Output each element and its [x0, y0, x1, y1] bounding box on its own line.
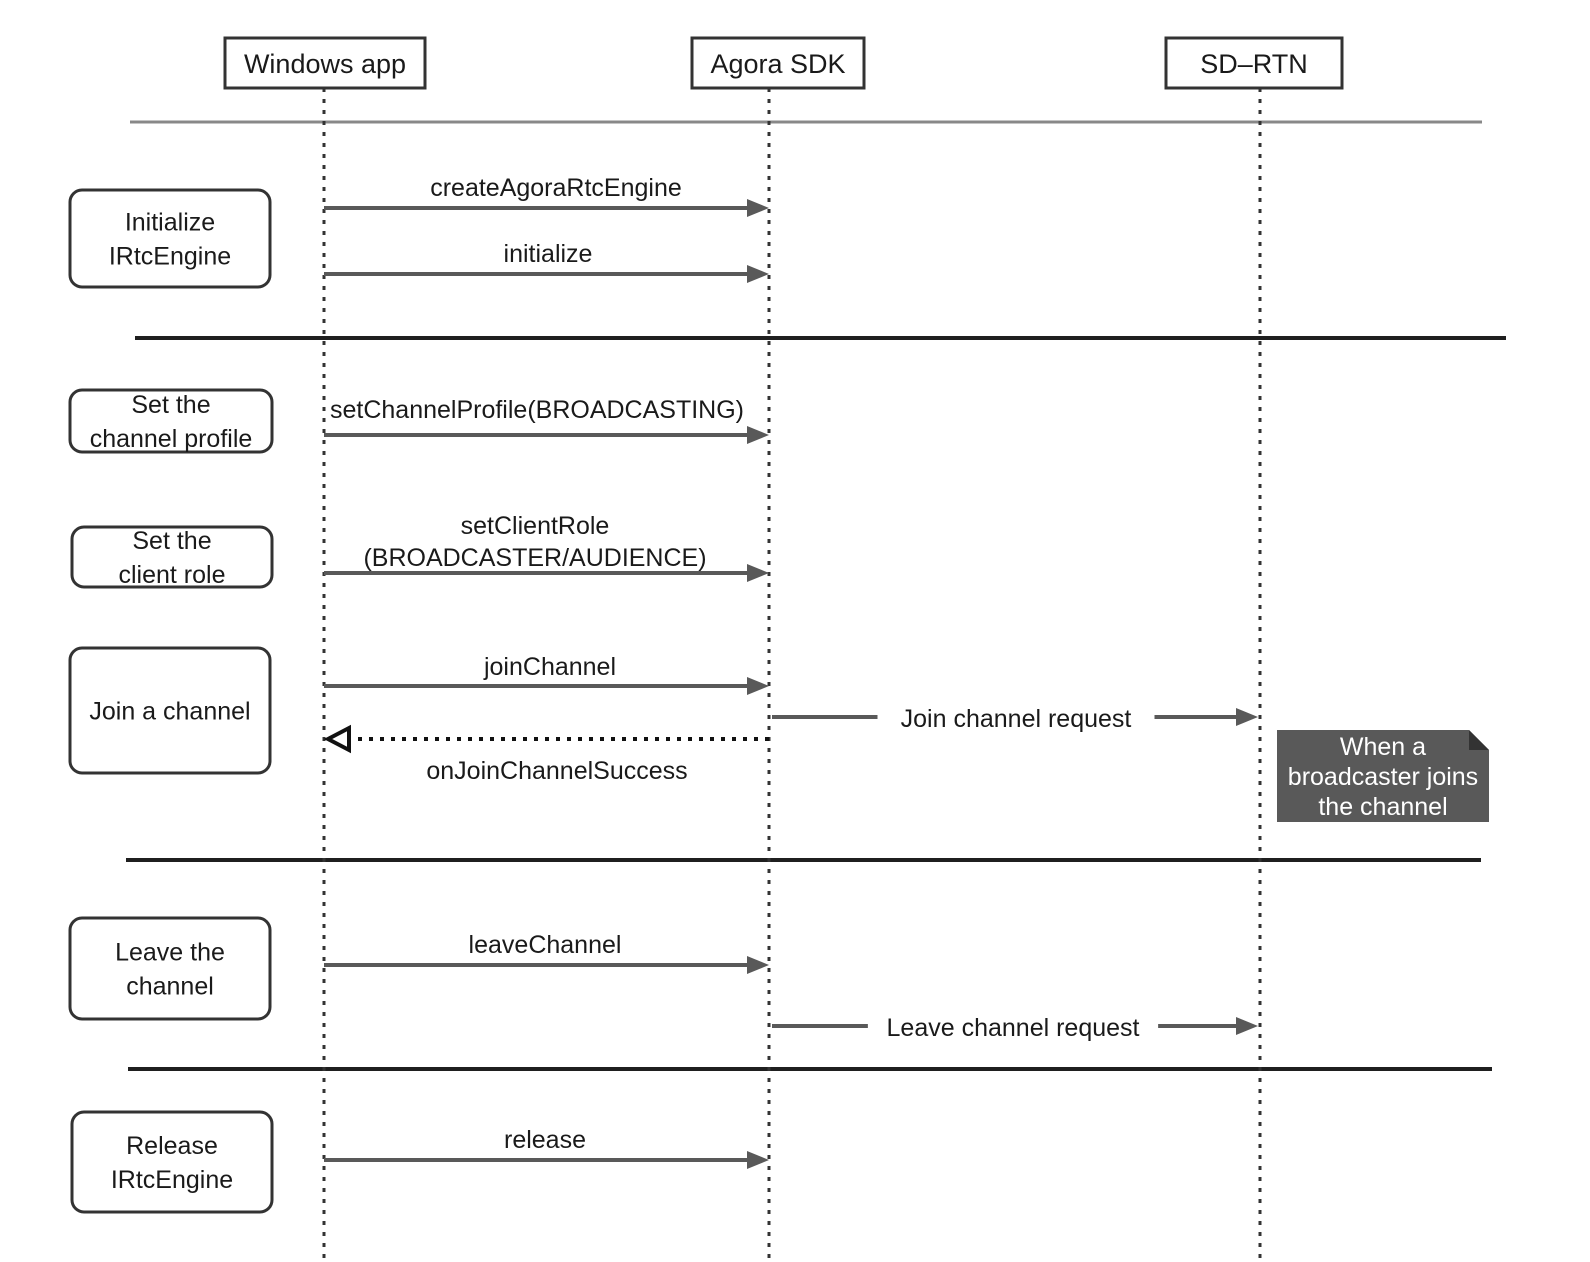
participant-box	[690, 36, 866, 90]
participant-label: Windows app	[244, 49, 406, 79]
message-label-line: (BROADCASTER/AUDIENCE)	[363, 544, 706, 572]
note-label-line: When a	[1340, 733, 1426, 761]
step-leave-channel[interactable]: Leave the channel	[68, 916, 272, 1021]
msg-release[interactable]: release	[324, 1126, 769, 1169]
step-box	[68, 188, 272, 289]
msg-initialize[interactable]: initialize	[324, 240, 769, 283]
message-label: release	[504, 1126, 586, 1154]
step-box	[68, 646, 272, 775]
arrowhead-solid-icon	[747, 564, 769, 582]
arrowhead-solid-icon	[747, 199, 769, 217]
message-label: joinChannel	[483, 653, 616, 681]
msg-join-channel-request[interactable]: Join channel request	[772, 705, 1258, 733]
message-label: Join channel request	[901, 705, 1132, 733]
note-label-line: the channel	[1318, 793, 1447, 821]
step-label-line: Initialize	[125, 209, 215, 237]
step-join-channel[interactable]: Join a channel	[68, 646, 272, 775]
step-label-line: client role	[119, 561, 226, 589]
note-label-line: broadcaster joins	[1288, 763, 1478, 791]
arrowhead-solid-icon	[1236, 708, 1258, 726]
participant-agora-sdk[interactable]: Agora SDK	[690, 36, 866, 90]
step-box	[68, 388, 274, 454]
participant-sd-rtn[interactable]: SD–RTN	[1164, 36, 1344, 90]
arrowhead-solid-icon	[747, 265, 769, 283]
step-box	[68, 916, 272, 1021]
message-label-line: setClientRole	[461, 512, 610, 540]
msg-set-client-role[interactable]: setClientRole (BROADCASTER/AUDIENCE)	[324, 512, 769, 582]
message-label: Leave channel request	[887, 1014, 1140, 1042]
message-label: onJoinChannelSuccess	[426, 757, 687, 785]
step-label-line: Set the	[132, 527, 211, 555]
step-set-channel-profile[interactable]: Set the channel profile	[68, 388, 274, 454]
step-box	[70, 525, 274, 589]
step-box	[70, 1110, 274, 1214]
participant-windows-app[interactable]: Windows app	[223, 36, 427, 90]
msg-leave-channel[interactable]: leaveChannel	[324, 931, 769, 974]
participant-box	[1164, 36, 1344, 90]
participant-box	[223, 36, 427, 90]
arrowhead-open-icon	[323, 724, 351, 754]
arrowhead-solid-icon	[1236, 1017, 1258, 1035]
arrowhead-solid-icon	[747, 1151, 769, 1169]
step-label-line: Leave the	[115, 939, 225, 967]
message-label: setChannelProfile(BROADCASTING)	[330, 396, 744, 424]
msg-join-channel[interactable]: joinChannel	[324, 653, 769, 695]
participant-label: SD–RTN	[1200, 49, 1308, 79]
arrowhead-solid-icon	[747, 426, 769, 444]
arrowhead-solid-icon	[747, 956, 769, 974]
message-label: leaveChannel	[469, 931, 622, 959]
step-label-line: Set the	[131, 391, 210, 419]
step-label-line: IRtcEngine	[109, 243, 231, 271]
step-label-line: channel profile	[90, 425, 253, 453]
message-label: createAgoraRtcEngine	[430, 174, 682, 202]
note-fold-corner-icon	[1469, 730, 1489, 750]
msg-on-join-channel-success[interactable]: onJoinChannelSuccess	[323, 724, 769, 785]
step-label-line: IRtcEngine	[111, 1166, 233, 1194]
step-label-line: channel	[126, 973, 214, 1001]
arrowhead-solid-icon	[747, 677, 769, 695]
step-label-line: Release	[126, 1132, 218, 1160]
msg-create-agora-rtc-engine[interactable]: createAgoraRtcEngine	[324, 174, 769, 217]
note-body	[1277, 730, 1489, 822]
msg-leave-channel-request[interactable]: Leave channel request	[772, 1014, 1258, 1042]
step-set-client-role[interactable]: Set the client role	[70, 525, 274, 589]
step-label-line: Join a channel	[89, 698, 250, 726]
message-label: initialize	[504, 240, 593, 268]
msg-set-channel-profile[interactable]: setChannelProfile(BROADCASTING)	[324, 396, 769, 444]
participant-label: Agora SDK	[710, 49, 845, 79]
